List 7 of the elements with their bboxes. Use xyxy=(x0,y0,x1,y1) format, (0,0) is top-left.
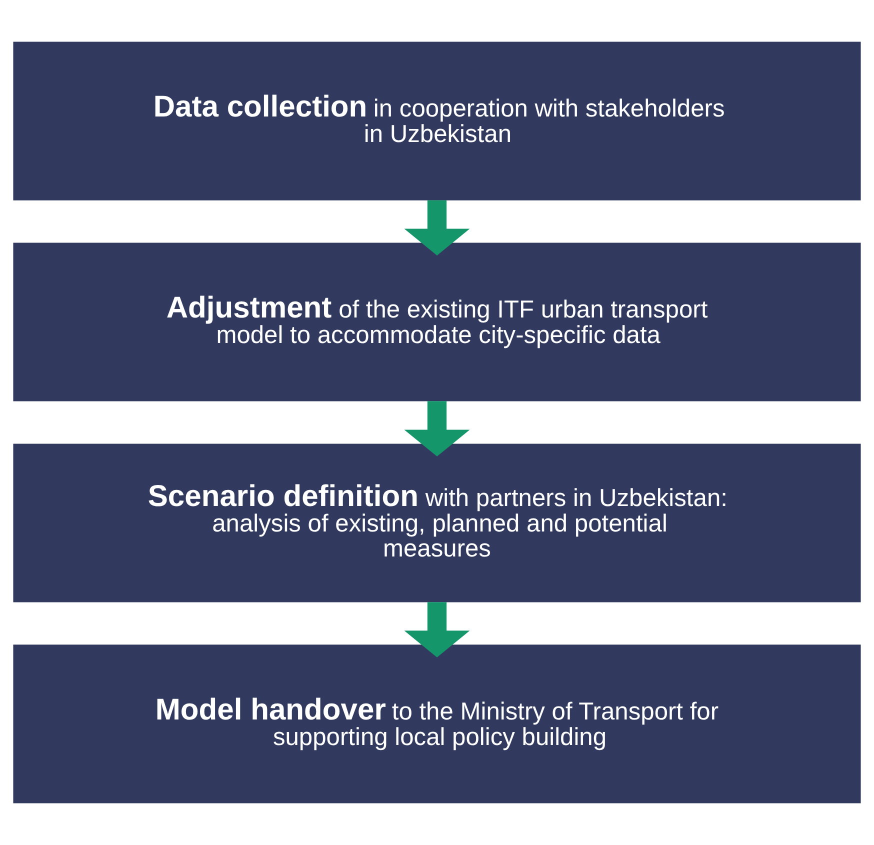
node-box: Adjustment of the existing ITF urban transport model to accommodate city-specific data xyxy=(13,242,861,402)
arrow xyxy=(404,200,470,256)
arrow xyxy=(404,401,470,456)
arrow xyxy=(404,602,470,658)
node-box: Model handover to the Ministry of Transport for supporting local policy building xyxy=(13,644,861,804)
node-box: Data collection in cooperation with stakeholders in Uzbekistan xyxy=(13,42,861,200)
node-box: Scenario definition with partners in Uzbekistan: analysis of existing, planned and potential measures xyxy=(13,444,861,602)
